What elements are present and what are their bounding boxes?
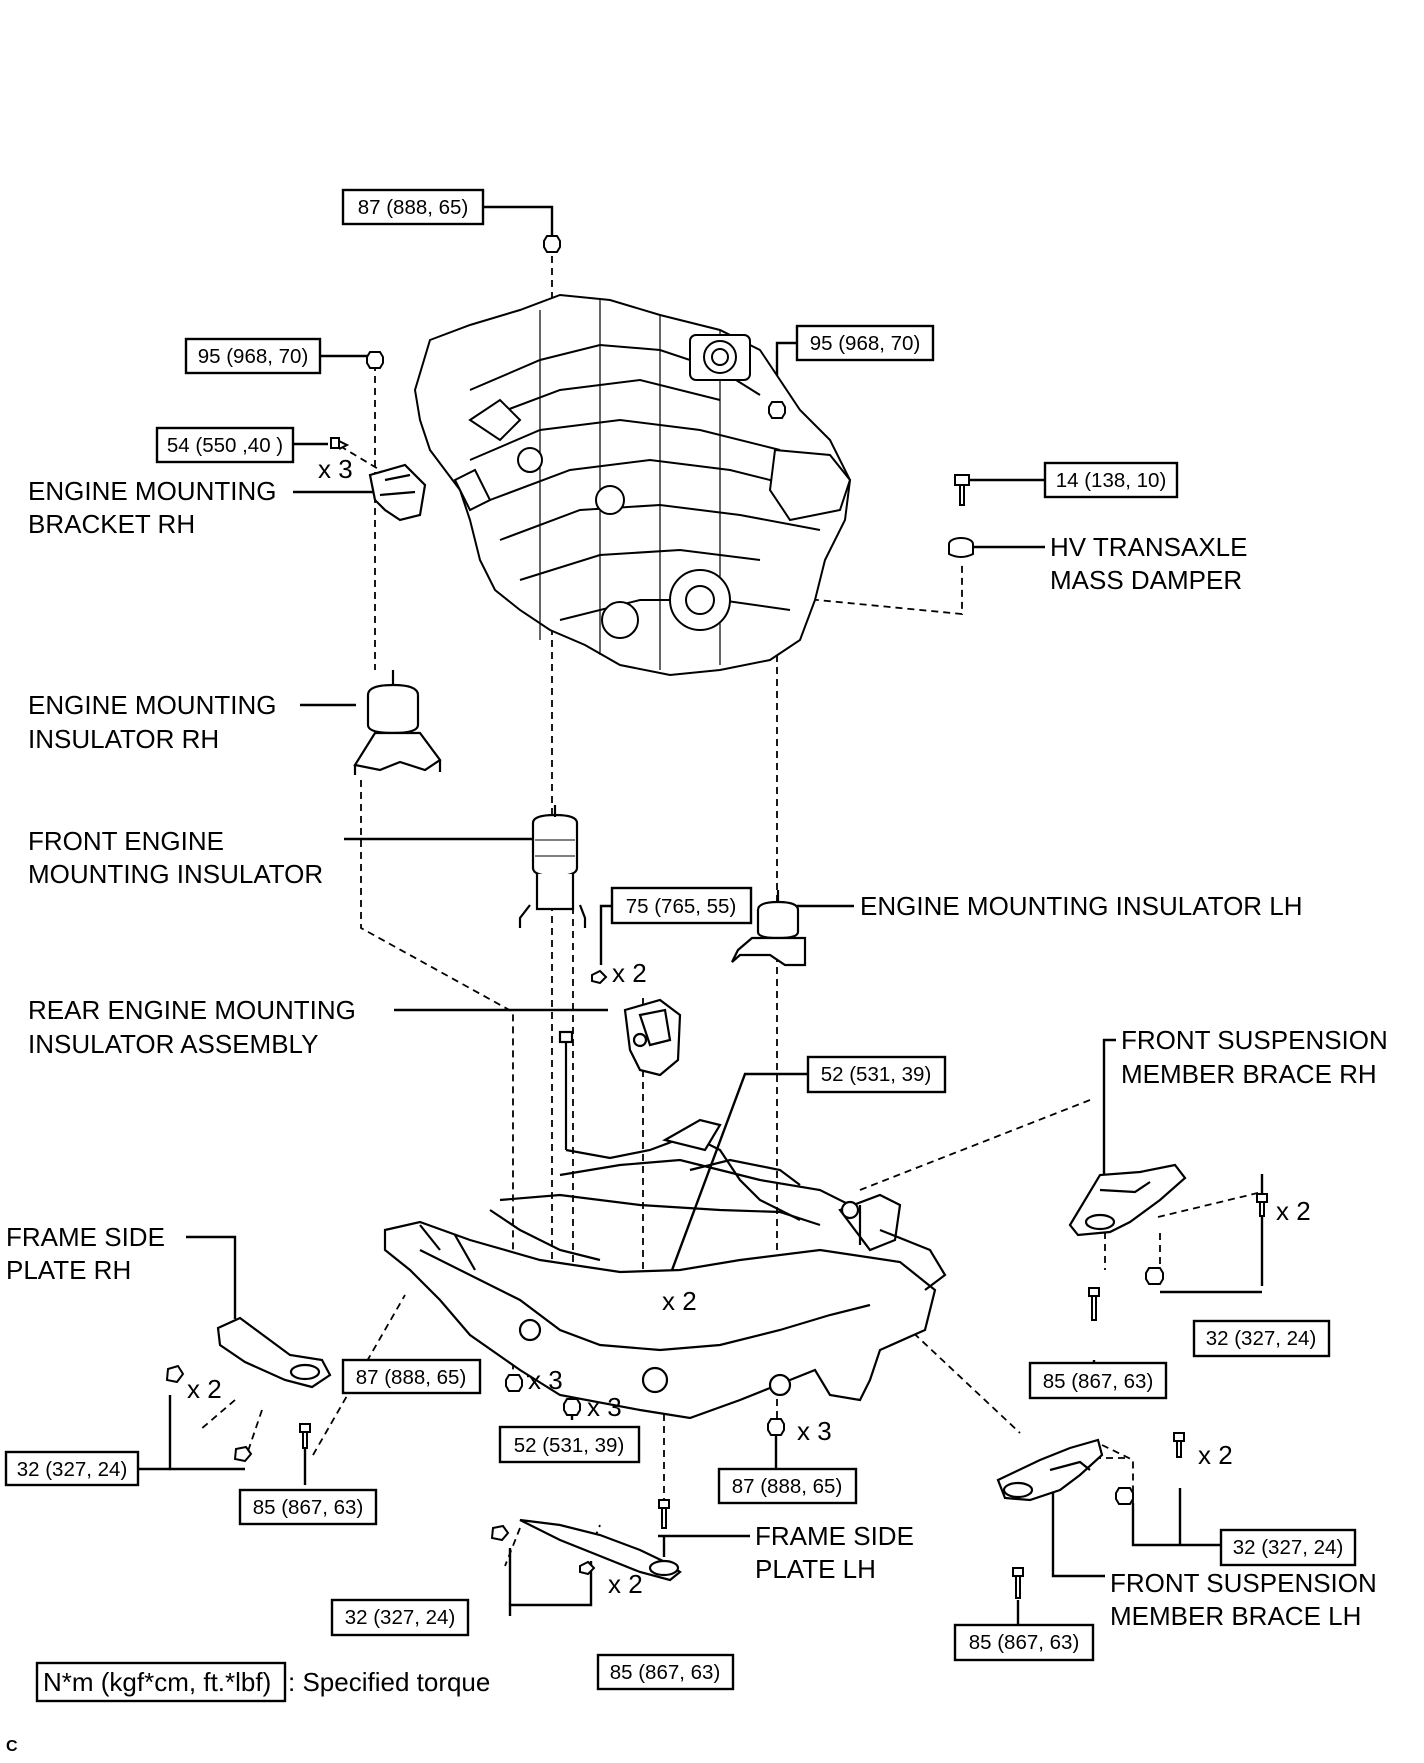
- qty-brace-lh: x 2: [1198, 1440, 1233, 1470]
- leader-lines: [111, 205, 1264, 1625]
- qty-member-right: x 3: [797, 1416, 832, 1446]
- engine-mounting-insulator-rh-part: [353, 670, 442, 775]
- torque-brace-lh-lower: 85 (867, 63): [969, 1631, 1080, 1654]
- qty-rear-mount-lower: x 2: [662, 1286, 697, 1316]
- torque-plate-rh-bolt: 32 (327, 24): [17, 1458, 128, 1481]
- qty-brace-rh: x 2: [1276, 1196, 1311, 1226]
- label-frame-side-plate-lh-2: PLATE LH: [755, 1554, 876, 1584]
- label-rear-engine-mounting-insulator-2: INSULATOR ASSEMBLY: [28, 1029, 318, 1059]
- label-frame-side-plate-lh-1: FRAME SIDE: [755, 1521, 914, 1551]
- legend-unit: N*m (kgf*cm, ft.*lbf): [43, 1667, 271, 1697]
- qty-member-left: x 3: [528, 1365, 563, 1395]
- torque-plate-lh-lower: 85 (867, 63): [610, 1661, 721, 1684]
- torque-brace-rh-lower: 85 (867, 63): [1043, 1370, 1154, 1393]
- torque-rh-mount-nut: 95 (968, 70): [198, 345, 309, 368]
- label-front-engine-mounting-insulator-2: MOUNTING INSULATOR: [28, 859, 323, 889]
- label-engine-mounting-insulator-lh: ENGINE MOUNTING INSULATOR LH: [860, 891, 1303, 921]
- torque-member-right: 87 (888, 65): [732, 1475, 843, 1498]
- torque-boxes: [4, 188, 1357, 1703]
- torque-member-center: 52 (531, 39): [514, 1434, 625, 1457]
- label-front-suspension-member-brace-lh-1: FRONT SUSPENSION: [1110, 1568, 1377, 1598]
- label-engine-mounting-insulator-rh-2: INSULATOR RH: [28, 724, 219, 754]
- torque-top-nut: 87 (888, 65): [358, 196, 469, 219]
- torque-rear-mount-lower: 52 (531, 39): [821, 1063, 932, 1086]
- label-engine-mounting-bracket-rh-1: ENGINE MOUNTING: [28, 476, 276, 506]
- torque-brace-lh-bolt: 32 (327, 24): [1233, 1536, 1344, 1559]
- label-hv-transaxle-mass-damper-1: HV TRANSAXLE: [1050, 532, 1247, 562]
- label-rear-engine-mounting-insulator-1: REAR ENGINE MOUNTING: [28, 995, 356, 1025]
- qty-bracket-rh: x 3: [318, 454, 353, 484]
- label-front-suspension-member-brace-lh-2: MEMBER BRACE LH: [1110, 1601, 1361, 1631]
- label-front-suspension-member-brace-rh-1: FRONT SUSPENSION: [1121, 1025, 1388, 1055]
- rear-engine-mounting-insulator-part: [623, 998, 682, 1077]
- engine-assembly: [413, 293, 852, 677]
- torque-damper-bolt: 14 (138, 10): [1056, 469, 1167, 492]
- qty-member-center: x 3: [587, 1392, 622, 1422]
- torque-plate-lh-bolt: 32 (327, 24): [345, 1606, 456, 1629]
- front-engine-mounting-insulator-part: [518, 805, 587, 928]
- label-engine-mounting-insulator-rh-1: ENGINE MOUNTING: [28, 690, 276, 720]
- torque-rear-mount-bolt: 75 (765, 55): [626, 895, 737, 918]
- torque-rh-bracket-bolt: 54 (550 ,40 ): [167, 434, 283, 457]
- label-front-engine-mounting-insulator-1: FRONT ENGINE: [28, 826, 224, 856]
- qty-plate-rh: x 2: [187, 1374, 222, 1404]
- frame-side-plate-lh-part: [519, 1518, 682, 1582]
- qty-rear-mount: x 2: [612, 958, 647, 988]
- torque-brace-rh-bolt: 32 (327, 24): [1206, 1327, 1317, 1350]
- mount-parts: [353, 463, 807, 1150]
- label-engine-mounting-bracket-rh-2: BRACKET RH: [28, 509, 195, 539]
- label-frame-side-plate-rh-1: FRAME SIDE: [6, 1222, 165, 1252]
- torque-member-left: 87 (888, 65): [356, 1366, 467, 1389]
- torque-plate-rh-lower: 85 (867, 63): [253, 1496, 364, 1519]
- legend-text: : Specified torque: [288, 1667, 490, 1697]
- qty-plate-lh: x 2: [608, 1569, 643, 1599]
- brace-plate-parts: [216, 1163, 1187, 1582]
- label-frame-side-plate-rh-2: PLATE RH: [6, 1255, 131, 1285]
- label-front-suspension-member-brace-rh-2: MEMBER BRACE RH: [1121, 1059, 1377, 1089]
- label-hv-transaxle-mass-damper-2: MASS DAMPER: [1050, 565, 1242, 595]
- engine-mounting-insulator-lh-part: [731, 890, 807, 967]
- torque-lh-mount-nut: 95 (968, 70): [810, 332, 921, 355]
- front-suspension-member: [383, 1118, 947, 1420]
- fasteners: [165, 235, 1268, 1599]
- footer-code: C: [6, 1738, 18, 1755]
